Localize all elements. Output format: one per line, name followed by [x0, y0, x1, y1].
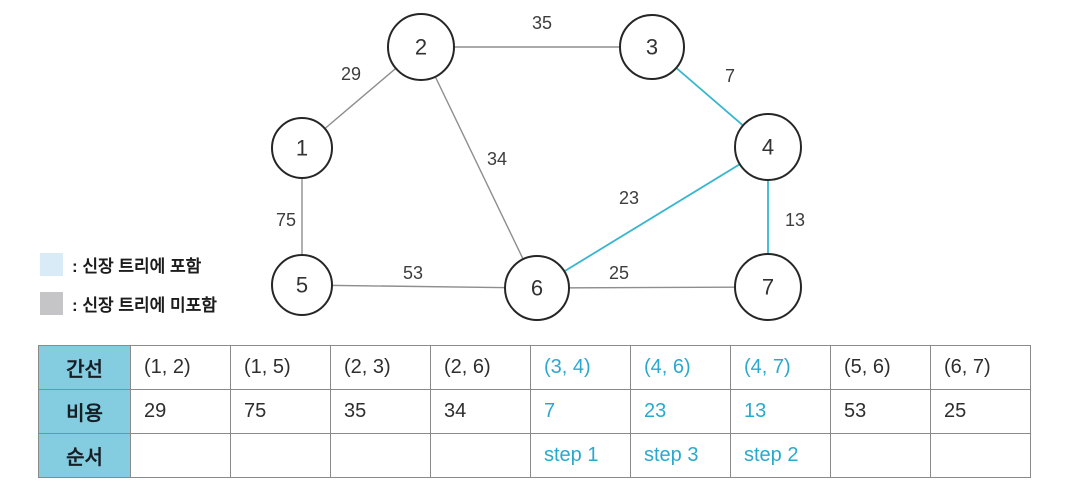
node-label: 4	[762, 135, 774, 160]
excluded-swatch	[40, 292, 63, 315]
edge-5-6	[301, 284, 538, 289]
node-5	[271, 254, 333, 316]
legend: : 신장 트리에 포함 : 신장 트리에 미포함	[40, 252, 217, 316]
node-4	[734, 113, 802, 181]
cell-step-8	[930, 433, 1031, 478]
cell-step-1	[230, 433, 331, 478]
cell-cost-4: 7	[530, 389, 631, 434]
edge-weight-label: 75	[276, 210, 296, 230]
edge-2-6	[420, 46, 538, 289]
cell-edge-4: (3, 4)	[530, 345, 631, 390]
node-2	[387, 13, 455, 81]
cell-edge-1: (1, 5)	[230, 345, 331, 390]
cell-step-2	[330, 433, 431, 478]
cell-step-4: step 1	[530, 433, 631, 478]
cell-cost-7: 53	[830, 389, 931, 434]
cell-edge-0: (1, 2)	[130, 345, 231, 390]
table-row-edge: 간선(1, 2)(1, 5)(2, 3)(2, 6)(3, 4)(4, 6)(4…	[38, 345, 1031, 390]
edge-weight-label: 13	[785, 210, 805, 230]
node-label: 2	[415, 35, 427, 60]
cell-edge-8: (6, 7)	[930, 345, 1031, 390]
cell-edge-5: (4, 6)	[630, 345, 731, 390]
cell-cost-5: 23	[630, 389, 731, 434]
edge-4-6	[536, 146, 769, 289]
cell-cost-1: 75	[230, 389, 331, 434]
node-6	[504, 255, 570, 321]
node-label: 6	[531, 276, 543, 301]
edge-weight-label: 7	[725, 66, 735, 86]
edge-weight-label: 34	[487, 149, 507, 169]
cell-cost-6: 13	[730, 389, 831, 434]
cell-step-6: step 2	[730, 433, 831, 478]
cell-step-7	[830, 433, 931, 478]
node-7	[734, 253, 802, 321]
cell-step-0	[130, 433, 231, 478]
node-1	[271, 117, 333, 179]
legend-label-excluded: : 신장 트리에 미포함	[72, 296, 217, 315]
row-header-edge: 간선	[38, 345, 131, 390]
cell-edge-6: (4, 7)	[730, 345, 831, 390]
edge-6-7	[536, 286, 769, 289]
edge-weight-label: 23	[619, 188, 639, 208]
node-label: 3	[646, 35, 658, 60]
cell-edge-2: (2, 3)	[330, 345, 431, 390]
cell-edge-3: (2, 6)	[430, 345, 531, 390]
edge-weight-label: 25	[609, 263, 629, 283]
legend-item-excluded: : 신장 트리에 미포함	[40, 291, 217, 316]
node-label: 1	[296, 136, 308, 161]
edge-cost-table: 간선(1, 2)(1, 5)(2, 3)(2, 6)(3, 4)(4, 6)(4…	[38, 345, 1031, 478]
row-header-cost: 비용	[38, 389, 131, 434]
cell-cost-2: 35	[330, 389, 431, 434]
legend-item-included: : 신장 트리에 포함	[40, 252, 217, 277]
included-swatch	[40, 253, 63, 276]
cell-step-3	[430, 433, 531, 478]
cell-step-5: step 3	[630, 433, 731, 478]
node-label: 5	[296, 273, 308, 298]
node-label: 7	[762, 275, 774, 300]
edge-weight-label: 29	[341, 64, 361, 84]
cell-cost-8: 25	[930, 389, 1031, 434]
legend-label-included: : 신장 트리에 포함	[72, 257, 202, 276]
cell-cost-0: 29	[130, 389, 231, 434]
cell-cost-3: 34	[430, 389, 531, 434]
node-3	[619, 14, 685, 80]
cell-edge-7: (5, 6)	[830, 345, 931, 390]
row-header-step: 순서	[38, 433, 131, 478]
edge-weight-label: 35	[532, 13, 552, 33]
edge-weight-label: 53	[403, 263, 423, 283]
